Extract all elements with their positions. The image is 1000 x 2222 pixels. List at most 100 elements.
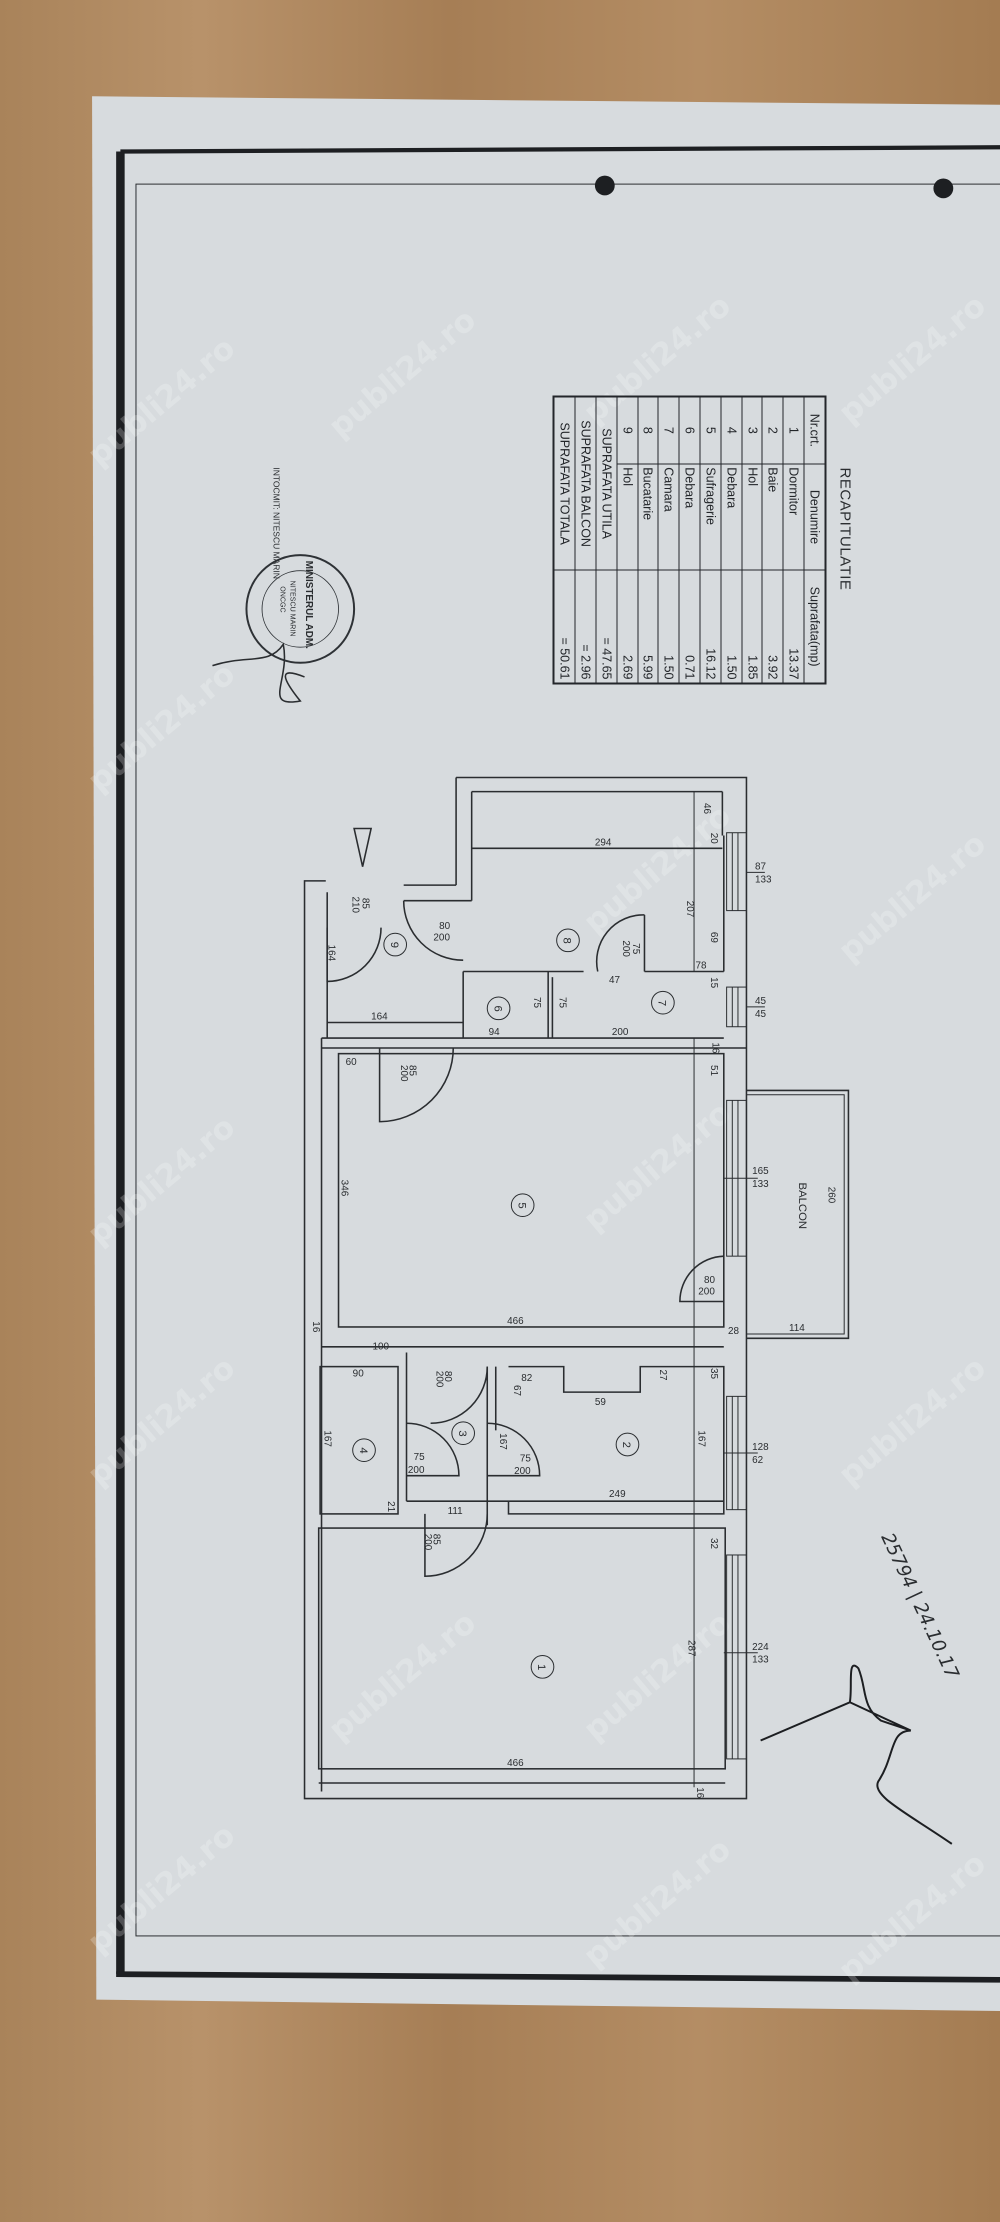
table-cell: SUPRAFATA BALCON [575, 396, 596, 571]
dimension-label: 466 [507, 1758, 524, 1769]
inner-border [135, 183, 1000, 1937]
dimension-label: 133 [752, 1655, 769, 1666]
dimension-labels: 46 294 20 87 133 207 69 78 80 200 75 200… [310, 803, 837, 1799]
room-2-label: 2 [615, 1432, 640, 1457]
dimension-label: 32 [708, 1538, 719, 1550]
dimension-label: 7 [656, 1000, 668, 1006]
table-cell: Hol [616, 463, 638, 571]
dimension-label: 78 [695, 961, 707, 972]
dimension-label: 6 [491, 1005, 503, 1011]
table-cell: Camara [658, 463, 680, 571]
room-8-label: 8 [556, 928, 580, 953]
dimension-label: 75 [414, 1452, 426, 1463]
room-3-label: 3 [451, 1421, 475, 1446]
stamp-ring-text: MINISTERUL ADM. [303, 561, 314, 649]
dimension-label: 200 [433, 932, 450, 943]
room-labels: 1 2 3 4 5 6 7 8 9 BALCON [352, 928, 808, 1679]
dimension-label: 80 [704, 1275, 716, 1286]
table-cell: Hol [741, 463, 763, 571]
header-area: Suprafata(mp) [804, 570, 826, 684]
recap-title: RECAPITULATIE [836, 467, 854, 591]
dimension-label: 167 [695, 1430, 706, 1447]
stamp-code-text: ONCGC [278, 586, 286, 612]
dimension-label: 45 [755, 1009, 767, 1020]
dimension-label: 20 [708, 833, 719, 845]
dimension-label: 287 [685, 1640, 696, 1657]
table-cell: 9 [616, 396, 638, 464]
header-nr: Nr.crt. [804, 396, 826, 464]
header-name: Denumire [804, 463, 826, 571]
dimension-label: 164 [326, 945, 337, 962]
prepared-by-label: INTOCMIT: NITESCU MARIN [271, 467, 281, 579]
dimension-label: 165 [752, 1166, 769, 1177]
binding-dot [594, 175, 615, 196]
table-cell: SUPRAFATA UTILA [595, 396, 617, 571]
dimension-label: 200 [698, 1286, 715, 1297]
table-cell: 7 [658, 396, 680, 464]
dimension-label: 133 [755, 874, 772, 885]
dimension-label: 85 [406, 1065, 417, 1077]
dimension-label: 133 [752, 1179, 769, 1190]
dimension-label: 16 [709, 1042, 720, 1054]
dimension-label: 16 [310, 1321, 321, 1333]
table-cell: = 2.96 [575, 570, 596, 684]
table-cell: 6 [679, 396, 700, 464]
table-cell: 16.12 [700, 570, 721, 684]
dimension-label: 47 [609, 975, 621, 986]
table-cell: 2 [762, 396, 784, 464]
dimension-label: 3 [456, 1430, 468, 1436]
table-cell: 1.85 [741, 570, 763, 684]
table-cell: 4 [720, 396, 742, 464]
room-1-label: 1 [530, 1655, 555, 1679]
dimension-label: 260 [826, 1187, 837, 1204]
dimension-label: 59 [595, 1397, 607, 1408]
dimension-label: 62 [752, 1455, 764, 1466]
dimension-label: 46 [701, 803, 712, 815]
dimension-label: 294 [595, 837, 612, 848]
table-cell: Baie [762, 463, 784, 571]
table-cell: 1.50 [658, 570, 680, 684]
dimension-label: 75 [556, 997, 567, 1009]
door-swings [326, 827, 724, 1577]
entrance-arrow-icon [353, 827, 373, 867]
dimension-label: 75 [630, 943, 641, 955]
room-4-label: 4 [352, 1438, 376, 1463]
table-cell: 13.37 [783, 570, 805, 684]
dimension-label: 111 [448, 1506, 464, 1517]
table-cell: Sufragerie [700, 463, 721, 571]
room-9-label: 9 [383, 932, 408, 957]
table-cell: 2.69 [616, 570, 638, 684]
frame-bottom-thick-line [116, 1971, 1000, 1983]
table-cell: 8 [637, 396, 659, 464]
dimension-label: 200 [408, 1465, 425, 1476]
dimension-label: 207 [684, 901, 695, 918]
dimension-label: 35 [708, 1368, 719, 1380]
dimension-label: 9 [388, 942, 400, 948]
frame-top-line [120, 145, 1000, 154]
dimension-label: 87 [755, 862, 767, 873]
total-row-useful: SUPRAFATA UTILA= 47.65 [595, 396, 617, 684]
dimension-label: 94 [489, 1027, 501, 1038]
table-cell: Debara [720, 463, 742, 571]
table-cell: 5.99 [637, 570, 659, 684]
dimension-label: 82 [521, 1373, 533, 1384]
dimension-label: 114 [789, 1323, 805, 1334]
table-cell: Dormitor [783, 463, 805, 571]
handwritten-signature [760, 1664, 953, 1845]
total-row-balcony: SUPRAFATA BALCON= 2.96 [575, 396, 596, 684]
binding-dot [933, 178, 954, 199]
dimension-label: 167 [497, 1433, 508, 1450]
dimension-label: 2 [620, 1442, 632, 1448]
dimension-label: 80 [442, 1371, 453, 1383]
dimension-label: 200 [422, 1534, 433, 1551]
balcony-label: BALCON [796, 1183, 808, 1230]
room-5-label: 5 [510, 1193, 535, 1218]
dimension-label: 4 [357, 1447, 369, 1453]
dimension-label: 51 [708, 1065, 719, 1077]
